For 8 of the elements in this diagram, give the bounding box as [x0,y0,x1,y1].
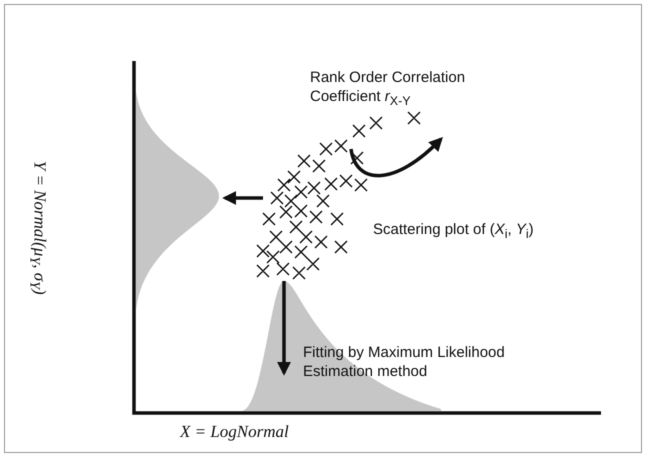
arrow [349,137,443,178]
distribution-curve [136,91,219,311]
axis-label: X = LogNormal [180,422,289,441]
arrow [222,191,263,205]
arrow [277,281,291,376]
edge-label: Fitting by Maximum Likelihood Estimation method [303,343,506,381]
edge-label: Rank Order Correlation Coefficient r$_{X-Y}$ [310,68,466,110]
plot-caption: Scattering plot of (X$_{i}$, Y$_{i}$) [373,220,534,243]
